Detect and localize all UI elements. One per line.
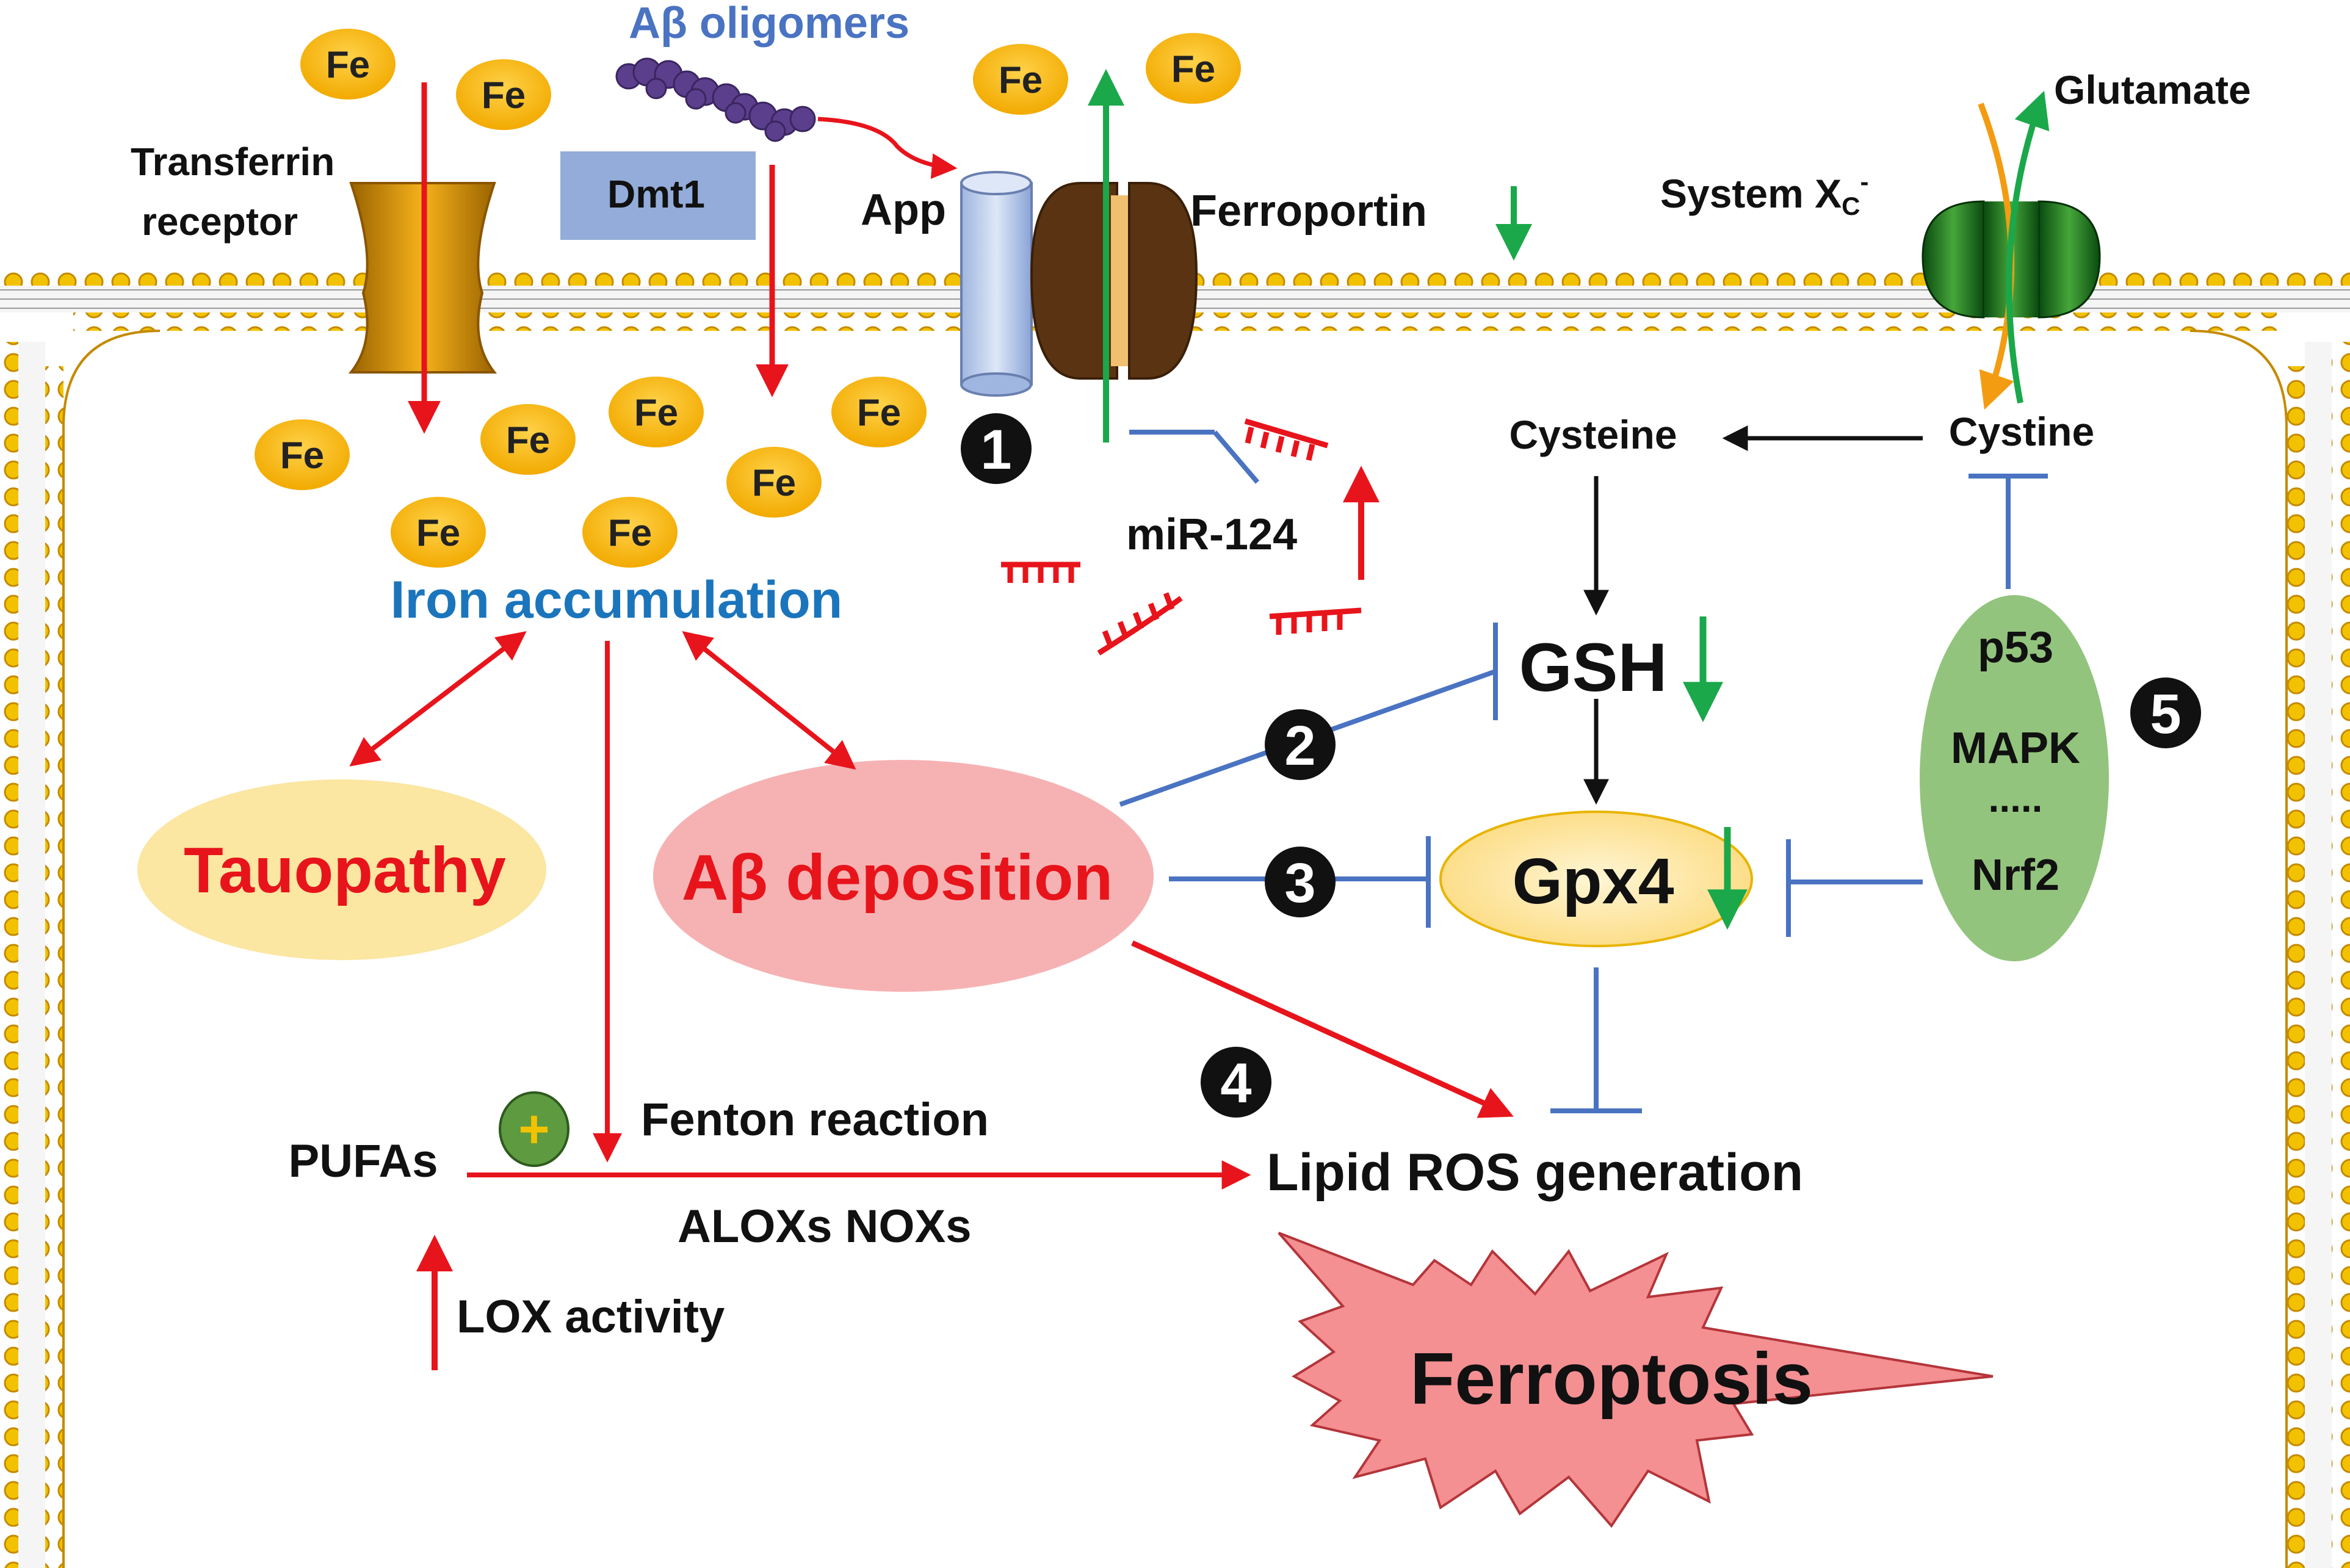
mir124-label: miR-124	[1126, 510, 1297, 559]
tauopathy-label: Tauopathy	[184, 834, 506, 906]
dmt1-box	[560, 151, 756, 240]
svg-text:5: 5	[2150, 683, 2181, 745]
iron-ion: Fe	[1146, 33, 1241, 104]
svg-text:Fe: Fe	[280, 435, 324, 477]
lipid-ros-generation-label: Lipid ROS generation	[1267, 1143, 1803, 1202]
iron-ion: Fe	[609, 377, 704, 447]
iron-ion: Fe	[582, 497, 678, 568]
fenton-reaction-label: Fenton reaction	[641, 1094, 989, 1146]
mirna-strands	[1001, 418, 1362, 656]
abeta-to-lipid-ros-arrow	[1131, 940, 1514, 1118]
svg-text:+: +	[518, 1099, 549, 1159]
app-label: App	[861, 186, 946, 234]
iron-ion: Fe	[391, 497, 486, 568]
p53-pathway-ellipse	[1920, 595, 2109, 961]
iron-particles: Fe Fe Fe Fe Fe Fe Fe Fe Fe Fe Fe	[255, 29, 1241, 568]
step-1-marker: 1	[961, 413, 1032, 484]
abeta-oligomer-chain	[615, 57, 816, 142]
iron-tauopathy-arrow	[349, 631, 527, 767]
svg-text:Fe: Fe	[1171, 48, 1215, 90]
svg-text:4: 4	[1220, 1052, 1251, 1115]
iron-accumulation-label: Iron accumulation	[391, 571, 843, 629]
lox-activity-label: LOX activity	[457, 1291, 725, 1343]
iron-ion: Fe	[456, 59, 551, 130]
ferroportin-channel	[1030, 182, 1198, 380]
system-xc-label: System XC-	[1660, 167, 1869, 220]
dots-label: .....	[1989, 776, 2043, 820]
plus-badge: +	[499, 1091, 569, 1167]
step-5-marker: 5	[2130, 677, 2201, 748]
gpx4-ellipse	[1439, 811, 1753, 947]
svg-text:Fe: Fe	[752, 462, 796, 504]
dmt1-label: Dmt1	[607, 172, 705, 216]
app-cylinder	[960, 171, 1033, 397]
oligomer-to-app-arrow	[817, 117, 958, 179]
mapk-label: MAPK	[1951, 724, 2080, 773]
ferroptosis-label: Ferroptosis	[1410, 1338, 1813, 1420]
abeta-oligomers-label: Aβ oligomers	[629, 0, 909, 48]
svg-text:Fe: Fe	[999, 59, 1043, 101]
abeta-deposition-label: Aβ deposition	[682, 842, 1113, 914]
gsh-label: GSH	[1519, 629, 1668, 706]
cystine-label: Cystine	[1949, 409, 2094, 454]
svg-text:2: 2	[1284, 715, 1315, 777]
cysteine-label: Cysteine	[1509, 412, 1677, 457]
alox-nox-label: ALOXs NOXs	[678, 1201, 971, 1252]
nrf2-label: Nrf2	[1972, 851, 2059, 900]
svg-text:Fe: Fe	[482, 74, 526, 117]
glutamate-export-arrow	[2006, 90, 2050, 403]
ferroptosis-starburst	[1278, 1232, 1994, 1528]
step-3-marker: 3	[1265, 847, 1336, 917]
svg-text:1: 1	[980, 419, 1011, 481]
svg-text:Fe: Fe	[326, 44, 370, 86]
svg-text:Fe: Fe	[608, 512, 652, 554]
glutamate-label: Glutamate	[2054, 67, 2251, 112]
svg-text:3: 3	[1284, 852, 1315, 914]
pufas-label: PUFAs	[289, 1135, 438, 1187]
iron-ion: Fe	[255, 419, 350, 490]
p53-label: p53	[1978, 623, 2053, 672]
svg-text:Fe: Fe	[634, 392, 678, 434]
iron-abeta-arrow	[682, 631, 856, 770]
step-4-marker: 4	[1201, 1047, 1271, 1118]
step-2-marker: 2	[1265, 709, 1336, 780]
svg-text:Fe: Fe	[416, 512, 460, 554]
abeta-deposition-ellipse	[653, 760, 1154, 992]
svg-text:Fe: Fe	[857, 392, 901, 434]
svg-text:Fe: Fe	[506, 419, 550, 461]
transferrin-receptor-label: Transferrin receptor	[131, 140, 345, 244]
iron-ion: Fe	[300, 29, 396, 99]
ferroportin-label: Ferroportin	[1190, 187, 1427, 236]
tauopathy-ellipse	[137, 779, 546, 960]
gpx4-label: Gpx4	[1512, 845, 1674, 917]
iron-ion: Fe	[831, 377, 927, 447]
iron-ion: Fe	[726, 447, 822, 518]
iron-ion: Fe	[480, 404, 576, 475]
iron-ion: Fe	[973, 44, 1068, 115]
